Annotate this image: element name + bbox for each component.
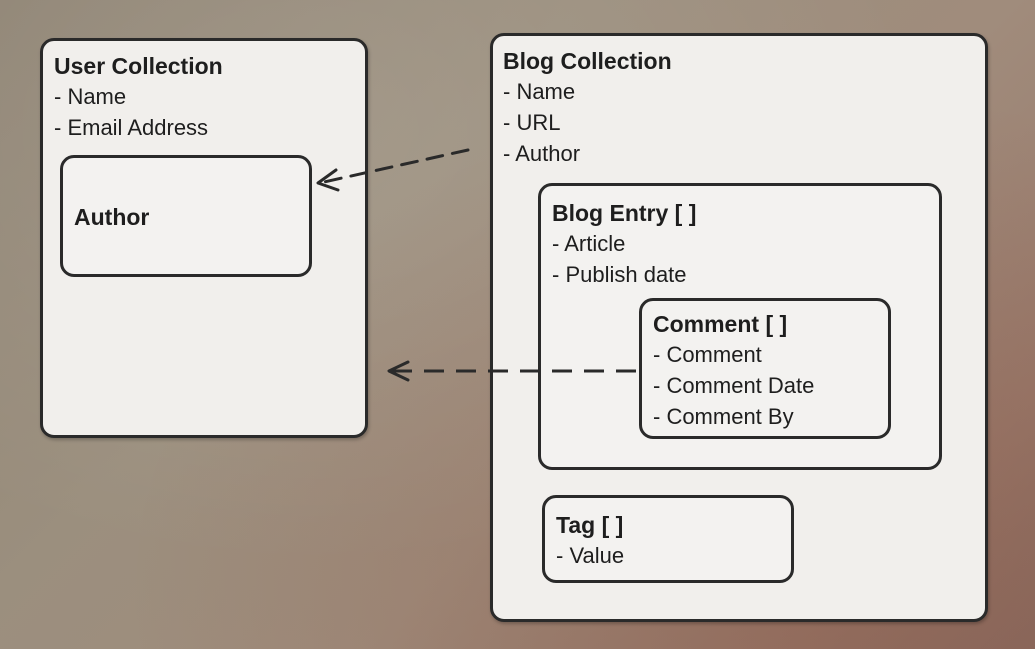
blog-collection-author-field: - Author bbox=[503, 141, 581, 166]
blog-entry-field-publish-date: - Publish date bbox=[552, 262, 687, 287]
comment-title: Comment [ ] bbox=[653, 311, 788, 337]
comment-field-comment: - Comment bbox=[653, 342, 762, 367]
blog-entry-field-article: - Article bbox=[552, 231, 626, 256]
comment-field-date: - Comment Date bbox=[653, 373, 815, 398]
tag-box: Tag [ ] - Value bbox=[542, 495, 794, 583]
comment-box: Comment [ ] - Comment - Comment Date - C… bbox=[639, 298, 891, 439]
blog-field-name: - Name bbox=[503, 79, 576, 104]
author-reference-arrow bbox=[316, 148, 470, 192]
blog-entry-title: Blog Entry [ ] bbox=[552, 200, 697, 226]
blog-field-url: - URL bbox=[503, 110, 561, 135]
tag-title: Tag [ ] bbox=[556, 512, 624, 538]
tag-field-value: - Value bbox=[556, 543, 625, 568]
author-box-title: Author bbox=[74, 204, 150, 230]
user-field-name: - Name bbox=[54, 84, 127, 109]
blog-collection-title: Blog Collection bbox=[503, 48, 672, 74]
comment-by-reference-arrow bbox=[387, 360, 636, 382]
author-box: Author bbox=[60, 155, 312, 277]
comment-field-by: - Comment By bbox=[653, 404, 794, 429]
user-field-email: - Email Address bbox=[54, 115, 209, 140]
user-collection-title: User Collection bbox=[54, 53, 223, 79]
